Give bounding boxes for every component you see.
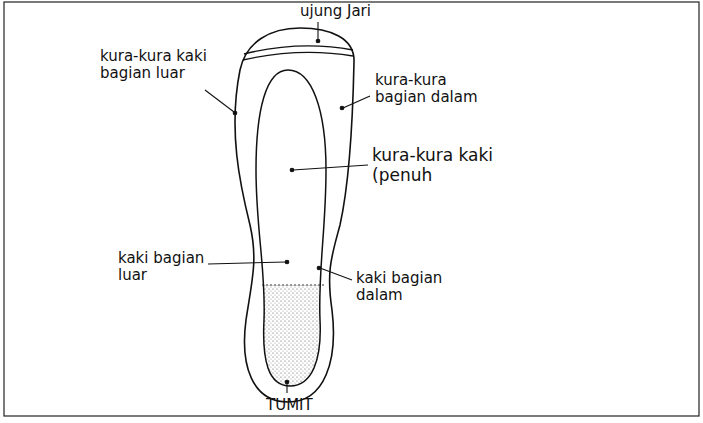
leader-line: [208, 262, 286, 264]
leader-dot: [316, 39, 320, 43]
part-label: ujung Jari: [300, 3, 390, 20]
leader-line: [320, 268, 352, 280]
leader-line: [286, 383, 287, 393]
leader-dot: [317, 266, 321, 270]
part-label: kaki bagian luar: [118, 250, 206, 285]
shading-edge: [262, 285, 324, 286]
leader-line: [317, 22, 318, 40]
foot-outline: [235, 28, 354, 402]
toe-line: [243, 52, 353, 60]
leader-dot: [285, 380, 289, 384]
leader-dot: [285, 260, 289, 264]
leader-line: [293, 165, 368, 170]
part-label: kura-kura kaki bagian luar: [100, 48, 212, 83]
heel-shading: [250, 285, 330, 390]
inner-sole-outline: [256, 70, 326, 386]
leader-dot: [290, 168, 294, 172]
part-label: TUMIT: [266, 397, 336, 414]
leader-line: [205, 90, 234, 112]
leader-line: [343, 96, 370, 108]
frame: [4, 2, 699, 416]
leader-dot: [233, 111, 237, 115]
part-label: kura-kura kaki (penuh: [372, 146, 512, 185]
part-label: kura-kura bagian dalam: [375, 72, 480, 107]
part-label: kaki bagian dalam: [356, 270, 460, 305]
leader-dot: [340, 106, 344, 110]
